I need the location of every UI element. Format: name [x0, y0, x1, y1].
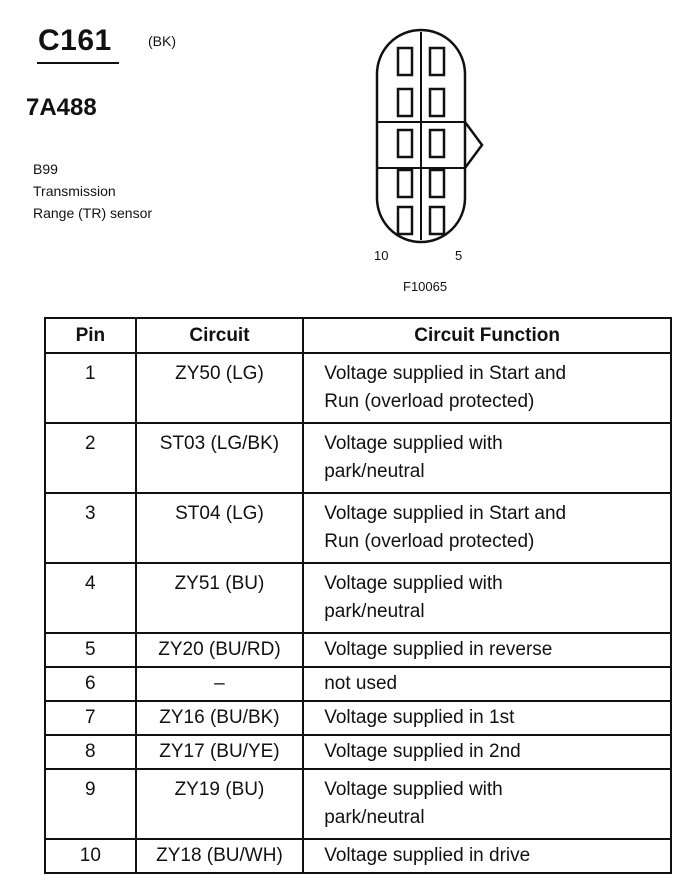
circuit-function-line: park/neutral [324, 461, 425, 482]
circuit-code: ZY16 (BU/BK) [134, 700, 305, 736]
pin-cavity [428, 205, 446, 236]
pin-cavity [428, 87, 446, 118]
circuit-function-line: Voltage supplied with [324, 779, 503, 800]
circuit-function: Voltage supplied with park/neutral [302, 562, 672, 634]
header-function: Circuit Function [302, 317, 672, 354]
pin-number: 4 [44, 562, 137, 634]
figure-id: F10065 [403, 279, 448, 294]
pin-cavity [396, 128, 414, 159]
pin-number: 3 [44, 492, 137, 564]
circuit-function: Voltage supplied in 1st [302, 700, 672, 736]
circuit-code: ZY18 (BU/WH) [134, 838, 305, 874]
connector-id-underline [37, 62, 119, 64]
connector-lock-tab [463, 121, 484, 169]
circuit-function-line: Voltage supplied in reverse [324, 639, 553, 660]
circuit-function-line: Voltage supplied with [324, 433, 503, 454]
pin-cavity [396, 168, 414, 199]
pin-number: 10 [44, 838, 137, 874]
circuit-function: Voltage supplied with park/neutral [302, 768, 672, 840]
circuit-code: ZY50 (LG) [134, 352, 305, 424]
component-name-line2: Range (TR) sensor [33, 205, 153, 221]
component-description: B99 Transmission Range (TR) sensor [33, 158, 152, 224]
circuit-code: ZY51 (BU) [134, 562, 305, 634]
pin-number: 2 [44, 422, 137, 494]
circuit-function-line: Voltage supplied in 2nd [324, 741, 521, 762]
connector-housing [375, 28, 467, 244]
table-header-row: Pin Circuit Circuit Function [44, 317, 672, 354]
circuit-function-line: Run (overload protected) [324, 531, 535, 552]
circuit-function-line: not used [324, 673, 398, 694]
pin-cavity [396, 46, 414, 77]
table-row: 6–not used [44, 666, 672, 702]
circuit-code: – [134, 666, 305, 702]
circuit-function-line: Voltage supplied in drive [324, 845, 531, 866]
pin-number: 6 [44, 666, 137, 702]
pin-number: 7 [44, 700, 137, 736]
pin-cavity [396, 205, 414, 236]
connector-color: (BK) [148, 33, 176, 49]
circuit-function-line: park/neutral [324, 601, 425, 622]
circuit-code: ZY19 (BU) [134, 768, 305, 840]
pin-number: 8 [44, 734, 137, 770]
pin-cavity [428, 46, 446, 77]
connector-id: C161 [38, 24, 112, 57]
circuit-function-line: Voltage supplied in Start and [324, 503, 567, 524]
circuit-code: ZY17 (BU/YE) [134, 734, 305, 770]
circuit-code: ST04 (LG) [134, 492, 305, 564]
component-name-line1: Transmission [33, 183, 116, 199]
circuit-function: Voltage supplied in drive [302, 838, 672, 874]
component-code: B99 [33, 161, 58, 177]
pin-number-label-right: 5 [455, 248, 463, 263]
pin-number: 5 [44, 632, 137, 668]
pin-number-label-left: 10 [374, 248, 389, 263]
circuit-function-line: Run (overload protected) [324, 391, 535, 412]
circuit-code: ZY20 (BU/RD) [134, 632, 305, 668]
circuit-code: ST03 (LG/BK) [134, 422, 305, 494]
part-number: 7A488 [26, 94, 97, 121]
circuit-function-line: Voltage supplied in Start and [324, 363, 567, 384]
circuit-function: not used [302, 666, 672, 702]
circuit-function-line: Voltage supplied with [324, 573, 503, 594]
circuit-function: Voltage supplied with park/neutral [302, 422, 672, 494]
pin-cavity [396, 87, 414, 118]
header-circuit: Circuit [134, 317, 305, 354]
circuit-function-line: Voltage supplied in 1st [324, 707, 515, 728]
circuit-function: Voltage supplied in 2nd [302, 734, 672, 770]
circuit-function: Voltage supplied in reverse [302, 632, 672, 668]
pin-number: 1 [44, 352, 137, 424]
pin-number: 9 [44, 768, 137, 840]
pin-cavity [428, 128, 446, 159]
header-pin: Pin [44, 317, 137, 354]
connector-face-diagram [375, 28, 484, 244]
pin-cavity [428, 168, 446, 199]
circuit-function-line: park/neutral [324, 807, 425, 828]
